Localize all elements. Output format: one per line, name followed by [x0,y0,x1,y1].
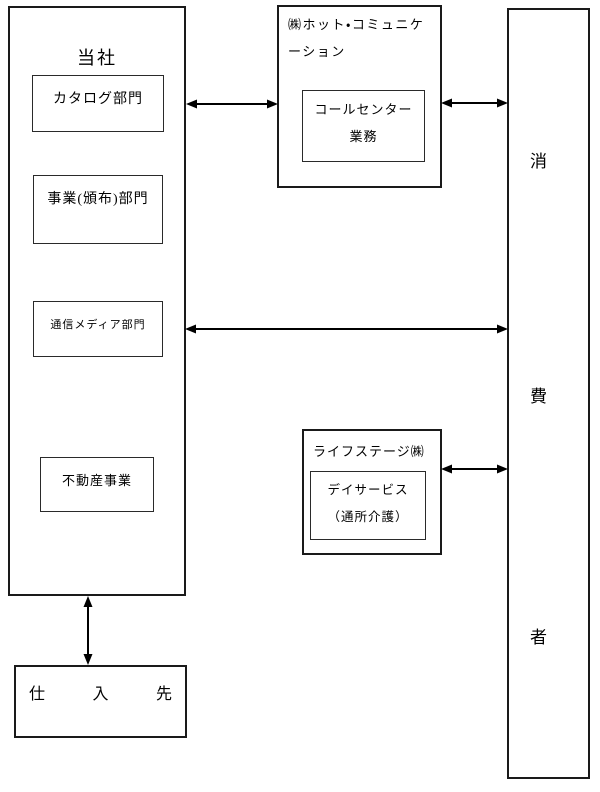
supplier-label: 仕 入 先 [16,667,185,704]
dept-catalog-box: カタログ部門 [32,75,164,132]
supplier-char-3: 先 [155,686,172,703]
hot-communication-name: ㈱ホット・コミュニケ ーション [288,11,424,65]
lifestage-box: ライフステージ㈱ デイサービス （通所介護） [302,429,442,555]
lifestage-name: ライフステージ㈱ [313,444,425,459]
dept-realestate-label: 不動産事業 [61,473,132,488]
dept-media-box: 通信メディア部門 [33,301,163,357]
dept-business-label: 事業(頒布)部門 [47,192,149,207]
arrow-company-hotcomm [186,99,278,109]
dayservice-box: デイサービス （通所介護） [310,471,426,540]
supplier-char-1: 仕 [29,686,46,703]
supplier-box: 仕 入 先 [14,665,187,738]
callcenter-box: コールセンター 業務 [302,90,425,162]
dayservice-label-line1: デイサービス [327,483,409,497]
hot-communication-name-line2: ーション [288,44,346,59]
callcenter-label: コールセンター 業務 [303,91,424,150]
company-box: 当社 カタログ部門 事業(頒布)部門 通信メディア部門 不動産事業 [8,6,186,596]
arrow-company-supplier [83,596,93,665]
dayservice-label: デイサービス （通所介護） [311,472,425,531]
arrow-hotcomm-consumer [441,98,508,108]
dept-catalog-label: カタログ部門 [53,92,143,107]
arrow-lifestage-consumer [441,464,508,474]
dept-media-label: 通信メディア部門 [50,319,146,331]
callcenter-label-line1: コールセンター [314,102,413,117]
dept-realestate-box: 不動産事業 [40,457,154,512]
dayservice-label-line2: （通所介護） [327,510,409,524]
supplier-char-2: 入 [92,686,109,703]
hot-communication-name-line1: ㈱ホット・コミュニケ [288,17,425,32]
company-title: 当社 [77,48,117,68]
callcenter-label-line2: 業務 [349,129,378,144]
consumer-char-3: 者 [530,628,547,647]
consumer-char-1: 消 [530,152,547,171]
arrow-company-consumer [185,324,508,334]
dept-business-box: 事業(頒布)部門 [33,175,163,244]
hot-communication-box: ㈱ホット・コミュニケ ーション コールセンター 業務 [277,5,442,188]
consumer-char-2: 費 [530,387,547,406]
consumer-box: 消 費 者 [507,8,590,779]
